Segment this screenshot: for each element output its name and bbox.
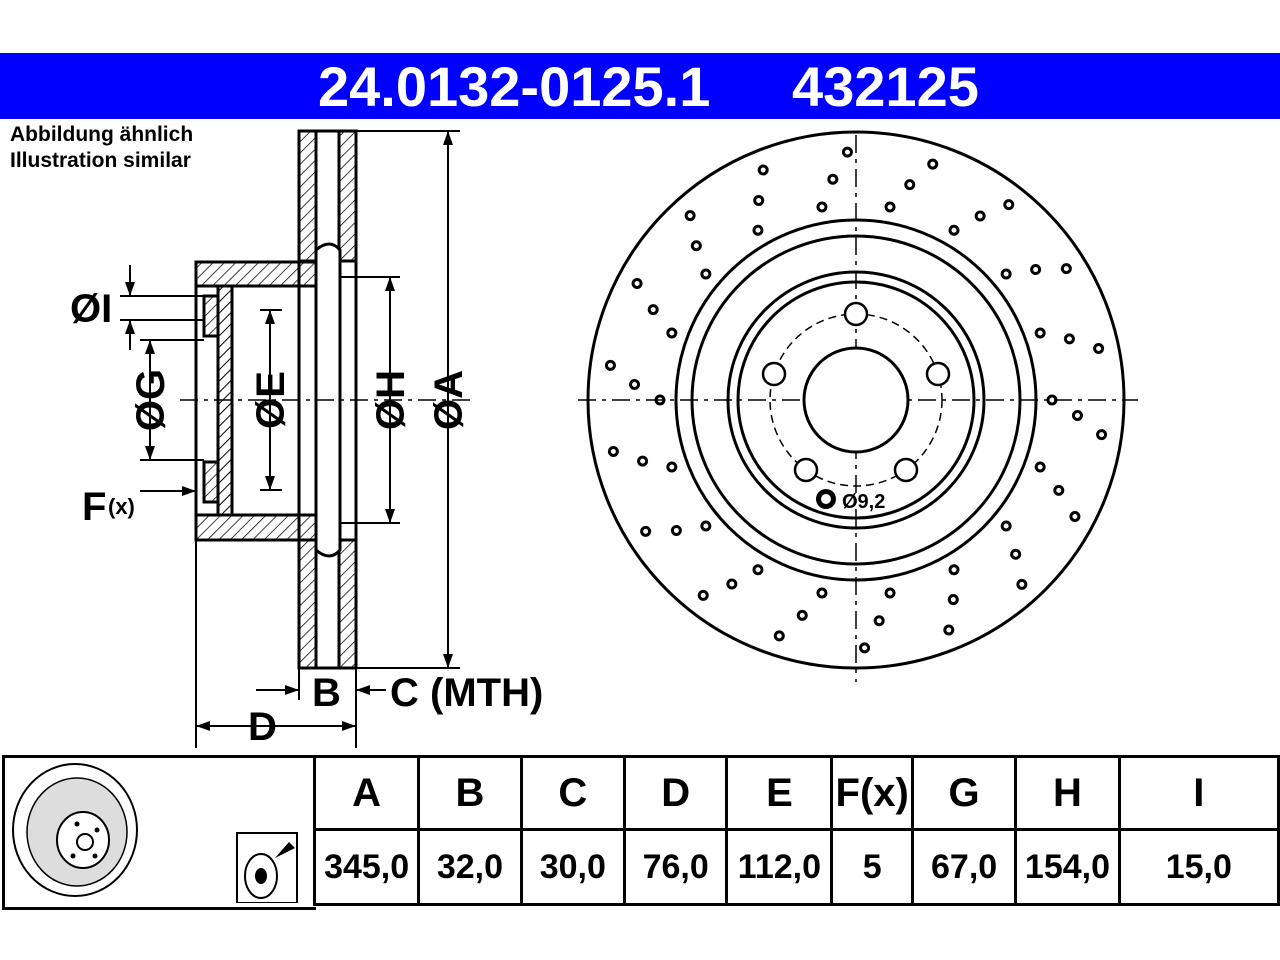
cross-drill-hole: [1034, 461, 1046, 473]
cross-drill-hole: [1034, 327, 1046, 339]
cross-drill-hole: [1030, 264, 1042, 276]
cross-drill-hole: [1053, 484, 1065, 496]
spec-value-a: 345,0: [312, 828, 421, 906]
spec-header-g: G: [910, 755, 1018, 831]
brake-disc-thumbnail-icon: [12, 763, 298, 904]
cross-drill-hole: [670, 524, 682, 536]
cross-drill-hole: [629, 378, 641, 390]
label-dim-c: C (MTH): [390, 671, 543, 715]
cross-drill-hole: [816, 587, 828, 599]
cross-drill-hole: [631, 277, 643, 289]
cross-drill-hole: [1071, 410, 1083, 422]
label-bore-diameter: Ø9,2: [842, 491, 885, 513]
cross-drill-hole: [1096, 429, 1108, 441]
spec-value-i: 15,0: [1117, 828, 1280, 906]
cross-drill-hole: [773, 630, 785, 642]
cross-drill-hole: [904, 179, 916, 191]
label-dim-g: ØG: [129, 369, 173, 431]
spec-header-h: H: [1014, 755, 1121, 831]
cross-drill-hole: [666, 327, 678, 339]
spec-value-g: 67,0: [910, 828, 1018, 906]
label-dim-f: F: [82, 485, 106, 529]
cross-drill-hole: [1060, 263, 1072, 275]
cross-drill-hole: [884, 201, 896, 213]
spec-header-d: D: [622, 755, 729, 831]
cross-drill-hole: [637, 455, 649, 467]
spec-value-d: 76,0: [622, 828, 729, 906]
label-dim-d: D: [248, 705, 277, 749]
spec-header-b: B: [417, 755, 523, 831]
cross-drill-hole: [640, 525, 652, 537]
cross-drill-hole: [752, 564, 764, 576]
spec-value-b: 32,0: [417, 828, 523, 906]
spec-header-c: C: [519, 755, 627, 831]
cross-drill-hole: [752, 224, 764, 236]
cross-drill-hole: [974, 210, 986, 222]
cross-drill-hole: [757, 164, 769, 176]
cross-drill-hole: [604, 359, 616, 371]
cross-drill-hole: [753, 194, 765, 206]
note-german: Abbildung ähnlich: [10, 123, 194, 146]
spray-icon: [236, 832, 298, 904]
cross-drill-hole: [943, 624, 955, 636]
spec-header-i: I: [1117, 755, 1280, 831]
cross-drill-hole: [873, 615, 885, 627]
technical-drawing: ØA ØH ØE ØG ØI F (x) B C (MTH) D Ø9,2: [70, 129, 1138, 749]
spec-value-f: 5: [830, 828, 914, 906]
spec-header-e: E: [725, 755, 834, 831]
label-dim-i: ØI: [70, 287, 112, 331]
cross-drill-hole: [726, 578, 738, 590]
cross-drill-hole: [1046, 394, 1058, 406]
cross-drill-hole: [690, 240, 702, 252]
label-dim-h: ØH: [369, 370, 413, 430]
cross-drill-hole: [1069, 511, 1081, 523]
cross-drill-hole: [1010, 548, 1022, 560]
thumbnail-cell: [2, 755, 316, 910]
front-view: Ø9,2: [578, 130, 1138, 682]
cross-drill-hole: [647, 304, 659, 316]
cross-drill-hole: [927, 158, 939, 170]
spec-value-e: 112,0: [725, 828, 834, 906]
cross-drill-hole: [607, 445, 619, 457]
part-number: 24.0132-0125.1: [318, 55, 711, 118]
label-dim-b: B: [312, 671, 341, 715]
cross-drill-hole: [841, 146, 853, 158]
cross-drill-hole: [700, 268, 712, 280]
cross-drill-hole: [697, 589, 709, 601]
cross-drill-hole: [816, 201, 828, 213]
cross-drill-hole: [948, 224, 960, 236]
cross-drill-hole: [796, 609, 808, 621]
cross-section: [194, 129, 358, 670]
spec-header-f: F(x): [830, 755, 914, 831]
label-dim-a: ØA: [427, 370, 471, 430]
cross-drill-hole: [1000, 520, 1012, 532]
cross-drill-hole: [947, 594, 959, 606]
cross-drill-hole: [654, 394, 666, 406]
cross-drill-hole: [1003, 199, 1015, 211]
spec-value-h: 154,0: [1014, 828, 1121, 906]
title-bar: 24.0132-0125.1 432125: [0, 53, 1280, 119]
spec-header-a: A: [312, 755, 421, 831]
cross-drill-hole: [884, 587, 896, 599]
cross-drill-hole: [700, 520, 712, 532]
cross-drill-hole: [859, 642, 871, 654]
cross-drill-hole: [1093, 343, 1105, 355]
note-english: Illustration similar: [10, 149, 191, 172]
reference-number: 432125: [792, 55, 979, 118]
label-dim-e: ØE: [249, 371, 293, 429]
cross-drill-hole: [666, 461, 678, 473]
label-dim-f-sub: (x): [108, 494, 135, 519]
cross-drill-hole: [684, 210, 696, 222]
cross-drill-hole: [1016, 578, 1028, 590]
cross-drill-hole: [948, 564, 960, 576]
cross-drill-hole: [827, 173, 839, 185]
spec-value-c: 30,0: [519, 828, 627, 906]
cross-drill-hole: [1063, 333, 1075, 345]
cross-drill-hole: [1000, 268, 1012, 280]
